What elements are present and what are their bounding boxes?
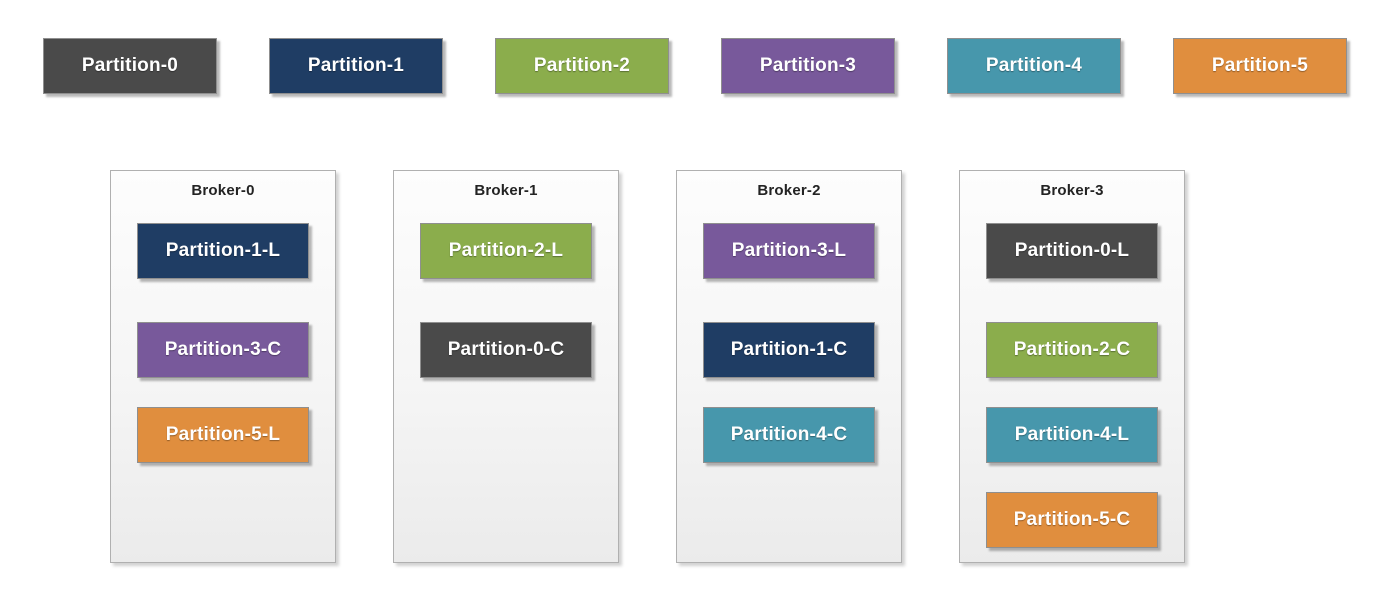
legend-chip-partition-2: Partition-2 bbox=[495, 38, 669, 94]
broker-title: Broker-1 bbox=[474, 182, 538, 199]
replica-chip-partition-4-c: Partition-4-C bbox=[703, 407, 875, 463]
partition-legend-row: Partition-0 Partition-1 Partition-2 Partiti… bbox=[43, 38, 1347, 94]
broker-partition-list: Partition-0-L Partition-2-C Partition-4-L P… bbox=[960, 223, 1184, 577]
broker-partition-list: Partition-2-L Partition-0-C bbox=[394, 223, 618, 407]
replica-chip-partition-5-c: Partition-5-C bbox=[986, 492, 1158, 548]
broker-title: Broker-2 bbox=[757, 182, 821, 199]
replica-chip-partition-0-l: Partition-0-L bbox=[986, 223, 1158, 279]
replica-chip-partition-4-l: Partition-4-L bbox=[986, 407, 1158, 463]
replica-chip-partition-5-l: Partition-5-L bbox=[137, 407, 309, 463]
replica-chip-partition-2-l: Partition-2-L bbox=[420, 223, 592, 279]
replica-chip-partition-0-c: Partition-0-C bbox=[420, 322, 592, 378]
replica-chip-partition-3-c: Partition-3-C bbox=[137, 322, 309, 378]
replica-chip-partition-1-c: Partition-1-C bbox=[703, 322, 875, 378]
broker-partition-list: Partition-3-L Partition-1-C Partition-4-C bbox=[677, 223, 901, 492]
broker-title: Broker-3 bbox=[1040, 182, 1104, 199]
legend-chip-partition-1: Partition-1 bbox=[269, 38, 443, 94]
broker-title: Broker-0 bbox=[191, 182, 255, 199]
legend-chip-partition-5: Partition-5 bbox=[1173, 38, 1347, 94]
replica-chip-partition-2-c: Partition-2-C bbox=[986, 322, 1158, 378]
legend-chip-partition-3: Partition-3 bbox=[721, 38, 895, 94]
broker-partition-list: Partition-1-L Partition-3-C Partition-5-L bbox=[111, 223, 335, 492]
replica-chip-partition-1-l: Partition-1-L bbox=[137, 223, 309, 279]
legend-chip-partition-0: Partition-0 bbox=[43, 38, 217, 94]
legend-chip-partition-4: Partition-4 bbox=[947, 38, 1121, 94]
replica-chip-partition-3-l: Partition-3-L bbox=[703, 223, 875, 279]
